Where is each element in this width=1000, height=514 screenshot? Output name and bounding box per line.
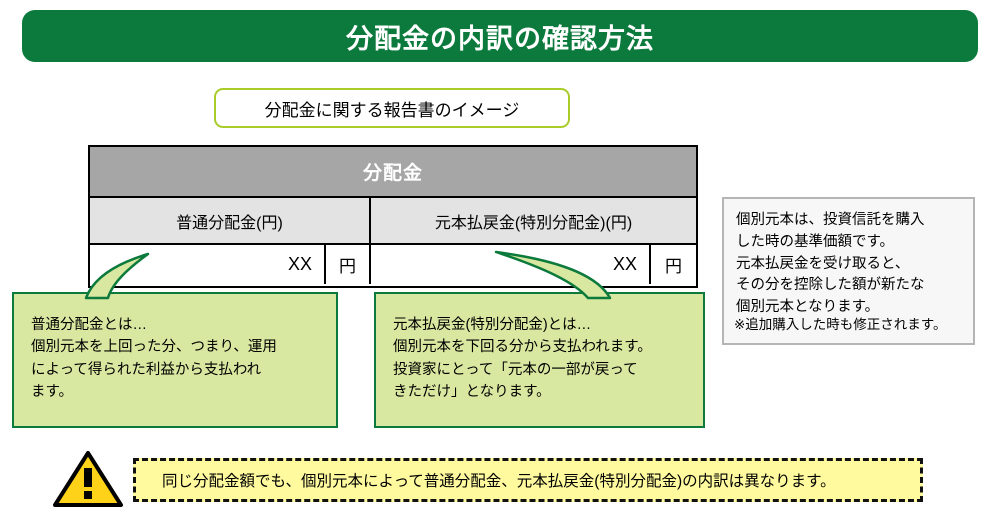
column-header-principal-refund: 元本払戻金(特別分配金)(円) — [434, 214, 633, 232]
individual-principal-info-box: 個別元本は、投資信託を購入 した時の基準価額です。 元本払戻金を受け取ると、 そ… — [722, 197, 975, 345]
column-header-ordinary-distribution: 普通分配金(円) — [90, 198, 371, 243]
distribution-report-table: 分配金 普通分配金(円) 元本払戻金(特別分配金)(円) XX 円 XX 円 — [88, 145, 698, 288]
report-image-label: 分配金に関する報告書のイメージ — [214, 88, 570, 128]
warning-message-box: 同じ分配金額でも、個別元本によって普通分配金、元本払戻金(特別分配金)の内訳は異… — [133, 458, 923, 502]
callout-principal-refund-text: 元本払戻金(特別分配金)とは… 個別元本を下回る分から支払われます。 投資家にと… — [393, 317, 652, 401]
unit-ordinary-distribution: 円 — [324, 245, 371, 284]
callout-pointer-ordinary-icon — [84, 252, 150, 300]
table-header-label: 分配金 — [362, 163, 423, 184]
info-box-note-text: ※追加購入した時も修正されます。 — [734, 317, 947, 333]
callout-ordinary-distribution-text: 普通分配金とは… 個別元本を上回った分、つまり、運用 によって得られた利益から支… — [31, 317, 277, 401]
value-ordinary-distribution: XX — [287, 254, 312, 274]
callout-principal-refund: 元本払戻金(特別分配金)とは… 個別元本を下回る分から支払われます。 投資家にと… — [374, 292, 705, 428]
page-title-banner: 分配金の内訳の確認方法 — [22, 10, 978, 62]
table-column-header-row: 普通分配金(円) 元本払戻金(特別分配金)(円) — [90, 198, 696, 245]
info-box-body-text: 個別元本は、投資信託を購入 した時の基準価額です。 元本払戻金を受け取ると、 そ… — [736, 212, 925, 315]
table-header-row: 分配金 — [90, 147, 696, 198]
warning-message-text: 同じ分配金額でも、個別元本によって普通分配金、元本払戻金(特別分配金)の内訳は異… — [162, 473, 836, 490]
warning-triangle-icon — [53, 451, 123, 507]
report-image-label-text: 分配金に関する報告書のイメージ — [264, 100, 520, 120]
value-principal-refund: XX — [612, 254, 637, 274]
table-value-row: XX 円 XX 円 — [90, 245, 696, 284]
callout-ordinary-distribution: 普通分配金とは… 個別元本を上回った分、つまり、運用 によって得られた利益から支… — [12, 292, 338, 428]
page-title: 分配金の内訳の確認方法 — [346, 23, 654, 54]
unit-principal-refund: 円 — [649, 245, 696, 284]
callout-pointer-principal-refund-icon — [494, 250, 612, 300]
